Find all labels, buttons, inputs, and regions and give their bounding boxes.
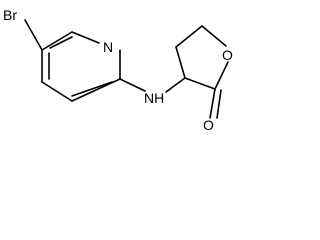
bond-carbonyl-inner [216, 89, 222, 119]
bond-br-c5 [24, 19, 43, 51]
bond-c2-nh [119, 78, 146, 92]
bromine-label: Br [3, 7, 17, 23]
bond-c2-c3-inner [71, 81, 113, 97]
ring-oxygen-label: O [222, 47, 233, 63]
amine-label: NH [144, 90, 164, 106]
bond-c6-n1 [71, 31, 100, 44]
bond-c2-c3 [71, 78, 121, 102]
bond-c5-c6-inner [49, 36, 73, 49]
bond-c2prime-c3prime [184, 77, 216, 90]
bond-c5-c6 [41, 31, 73, 51]
pyridine-nitrogen-label: N [103, 39, 113, 55]
bond-c3-c4 [41, 81, 73, 102]
bond-c4prime-c5prime [175, 25, 203, 48]
bond-nh-c3prime [165, 77, 186, 93]
bond-c5prime-o1 [201, 25, 227, 47]
chemical-structure: Br N NH O O [3, 7, 233, 132]
bond-c3prime-c4prime [175, 46, 186, 79]
carbonyl-oxygen-label: O [203, 117, 214, 132]
atom-labels: Br N NH O O [3, 7, 233, 132]
bond-o1-c2prime [214, 61, 229, 90]
bond-carbonyl-outer [209, 88, 216, 119]
bond-lines [24, 19, 229, 119]
